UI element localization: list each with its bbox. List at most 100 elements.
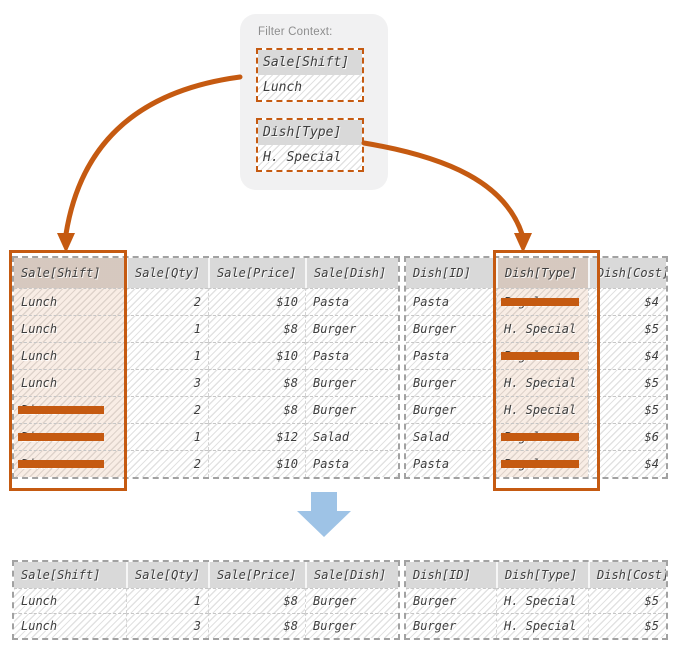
- table-cell: $4: [588, 288, 666, 315]
- cell-text: Burger: [313, 322, 357, 336]
- table-cell: 3: [126, 369, 208, 396]
- column-header: Sale[Dish]: [305, 562, 398, 588]
- cell-text: $4: [644, 295, 659, 309]
- table-cell: $10: [208, 342, 305, 369]
- curved-arrow-left-icon: [57, 74, 243, 253]
- column-header: Sale[Dish]: [305, 258, 398, 288]
- cell-text: Sale[Dish]: [314, 266, 387, 280]
- cell-text: Dish[Type]: [505, 266, 578, 280]
- cell-text: Burger: [413, 619, 457, 633]
- cell-text: $5: [644, 594, 659, 608]
- cell-text: Dish[Cost]: [597, 568, 666, 582]
- column-header: Dish[Cost]: [588, 258, 666, 288]
- table-cell: $12: [208, 423, 305, 450]
- cell-text: Dish[Cost]: [597, 266, 666, 280]
- cell-text: Burger: [413, 594, 457, 608]
- cell-text: Pasta: [313, 349, 350, 363]
- cell-text: Pasta: [313, 457, 350, 471]
- table-cell: H. Special: [496, 396, 588, 423]
- table-cell: Pasta: [305, 342, 398, 369]
- cell-text: $12: [276, 430, 298, 444]
- table-cell: Regular: [496, 342, 588, 369]
- table-cell: Dinner: [14, 450, 126, 477]
- cell-text: Regular: [501, 457, 579, 471]
- cell-text: Dinner: [17, 403, 105, 417]
- cell-text: Lunch: [21, 594, 58, 608]
- table-cell: Burger: [305, 369, 398, 396]
- table-cell: $5: [588, 315, 666, 342]
- cell-text: Regular: [501, 430, 579, 444]
- table-cell: 2: [126, 288, 208, 315]
- table-cell: $5: [588, 588, 666, 613]
- table-cell: Lunch: [14, 315, 126, 342]
- table-cell: Pasta: [406, 288, 496, 315]
- column-header: Dish[Type]: [496, 562, 588, 588]
- filter-value-label: Lunch: [258, 75, 362, 100]
- cell-text: Sale[Qty]: [135, 568, 201, 582]
- column-header: Sale[Qty]: [126, 562, 208, 588]
- table-cell: $4: [588, 450, 666, 477]
- cell-text: Lunch: [21, 349, 58, 363]
- table-cell: $8: [208, 588, 305, 613]
- cell-text: Pasta: [413, 295, 450, 309]
- table-cell: $8: [208, 315, 305, 342]
- cell-text: Sale[Shift]: [21, 568, 101, 582]
- table-cell: $5: [588, 613, 666, 638]
- table-cell: Salad: [305, 423, 398, 450]
- result-down-arrow-icon: [297, 492, 351, 537]
- column-header: Sale[Price]: [208, 562, 305, 588]
- cell-text: Burger: [413, 376, 457, 390]
- table-cell: $8: [208, 369, 305, 396]
- cell-text: Burger: [313, 619, 357, 633]
- table-cell: Burger: [305, 613, 398, 638]
- table-cell: H. Special: [496, 369, 588, 396]
- filter-column-label: Sale[Shift]: [258, 50, 362, 75]
- cell-text: Sale[Dish]: [314, 568, 387, 582]
- table-cell: 1: [126, 342, 208, 369]
- cell-text: Dish[Type]: [505, 568, 578, 582]
- table-cell: Burger: [305, 588, 398, 613]
- cell-text: Burger: [313, 403, 357, 417]
- table-cell: Pasta: [305, 450, 398, 477]
- table-cell: 1: [126, 315, 208, 342]
- cell-text: Sale[Price]: [217, 568, 297, 582]
- cell-text: $4: [644, 457, 659, 471]
- table-cell: $8: [208, 396, 305, 423]
- table-cell: Pasta: [406, 450, 496, 477]
- cell-text: 1: [193, 430, 201, 444]
- filter-context-panel: Filter Context: Sale[Shift] Lunch Dish[T…: [240, 14, 388, 190]
- cell-text: $8: [283, 322, 298, 336]
- table-cell: $10: [208, 450, 305, 477]
- table-cell: Regular: [496, 423, 588, 450]
- table-cell: 3: [126, 613, 208, 638]
- cell-text: H. Special: [504, 594, 577, 608]
- table-cell: 1: [126, 423, 208, 450]
- table-cell: Dinner: [14, 423, 126, 450]
- table-cell: $6: [588, 423, 666, 450]
- cell-text: Salad: [313, 430, 350, 444]
- cell-text: $4: [644, 349, 659, 363]
- table-cell: Salad: [406, 423, 496, 450]
- cell-text: Dinner: [17, 457, 105, 471]
- result-sale-table: Sale[Shift] Sale[Qty] Sale[Price] Sale[Dish…: [12, 560, 400, 640]
- table-cell: 2: [126, 396, 208, 423]
- cell-text: 3: [193, 619, 201, 633]
- table-cell: Burger: [305, 315, 398, 342]
- column-header: Sale[Shift]: [14, 562, 126, 588]
- table-cell: Lunch: [14, 369, 126, 396]
- cell-text: $6: [644, 430, 659, 444]
- cell-text: $8: [283, 376, 298, 390]
- cell-text: Sale[Price]: [217, 266, 297, 280]
- cell-text: Burger: [313, 594, 357, 608]
- cell-text: Dish[ID]: [413, 568, 471, 582]
- column-header: Dish[ID]: [406, 258, 496, 288]
- column-header: Dish[ID]: [406, 562, 496, 588]
- filter-context-title: Filter Context:: [258, 26, 333, 38]
- cell-text: Dinner: [17, 430, 105, 444]
- table-cell: $5: [588, 396, 666, 423]
- table-cell: 1: [126, 588, 208, 613]
- table-cell: Burger: [406, 613, 496, 638]
- cell-text: Pasta: [313, 295, 350, 309]
- cell-text: $10: [276, 457, 298, 471]
- column-header: Dish[Cost]: [588, 562, 666, 588]
